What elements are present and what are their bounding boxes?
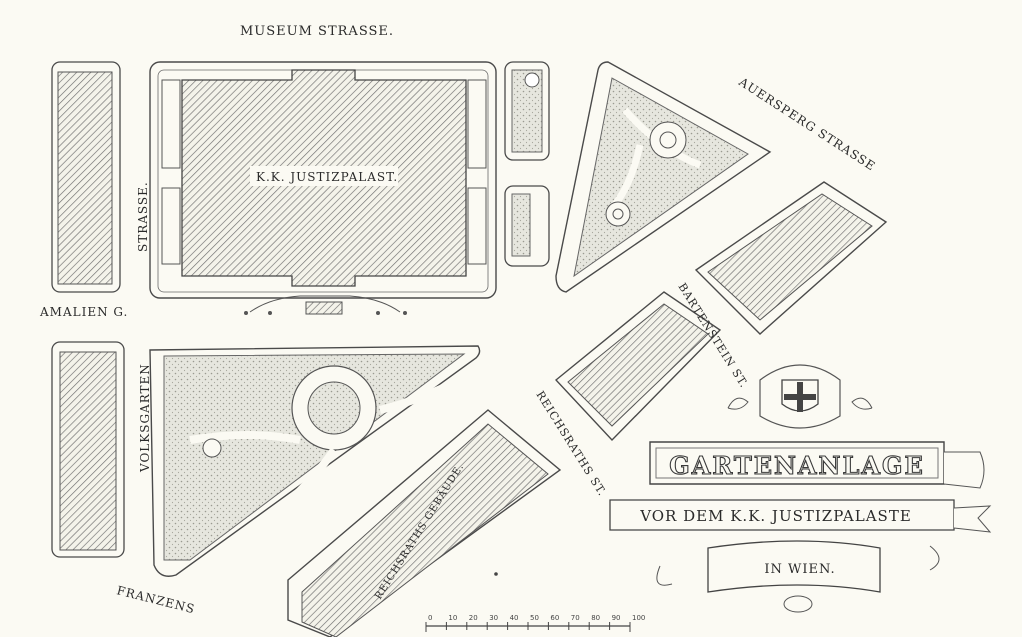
scale-tick-label: 50 bbox=[530, 614, 539, 622]
volksgarten-garden bbox=[149, 345, 481, 577]
scale-tick-label: 10 bbox=[448, 614, 457, 622]
street-label-franzens: FRANZENS bbox=[115, 583, 196, 616]
street-label-volksgarten: VOLKSGARTEN bbox=[138, 363, 152, 473]
scale-tick-label: 20 bbox=[469, 614, 478, 622]
street-label-museum: MUSEUM STRASSE. bbox=[240, 24, 394, 39]
scale-tick-label: 30 bbox=[489, 614, 498, 622]
justizpalast-block bbox=[149, 61, 497, 315]
cartouche-title: GARTENANLAGE bbox=[669, 451, 925, 480]
scale-tick-label: 40 bbox=[510, 614, 519, 622]
street-label-amalien: AMALIEN G. bbox=[39, 305, 128, 319]
scale-bar: 0 10 20 30 40 50 60 70 80 90 100 bbox=[425, 614, 645, 632]
diagonal-blocks bbox=[287, 181, 888, 637]
left-city-blocks bbox=[51, 61, 125, 558]
street-label-auersperg: AUERSPERG STRASSE bbox=[736, 74, 879, 173]
cartouche-subtitle: VOR DEM K.K. JUSTIZPALASTE bbox=[639, 507, 912, 525]
scale-tick-label: 90 bbox=[612, 614, 621, 622]
scale-tick-label: 60 bbox=[550, 614, 559, 622]
scale-tick-label: 0 bbox=[428, 614, 432, 622]
triangular-garden-north bbox=[555, 61, 772, 293]
street-label-strasse-left: STRASSE. bbox=[136, 181, 150, 252]
scale-tick-label: 70 bbox=[571, 614, 580, 622]
scale-tick-label: 80 bbox=[591, 614, 600, 622]
vienna-coat-of-arms bbox=[781, 379, 819, 412]
cartouche-place: IN WIEN. bbox=[764, 562, 835, 577]
small-garden-strips bbox=[504, 61, 550, 267]
justizpalast-label: K.K. JUSTIZPALAST. bbox=[256, 170, 398, 184]
title-cartouche: GARTENANLAGE VOR DEM K.K. JUSTIZPALASTE … bbox=[609, 364, 992, 613]
scale-tick-label: 100 bbox=[632, 614, 645, 622]
